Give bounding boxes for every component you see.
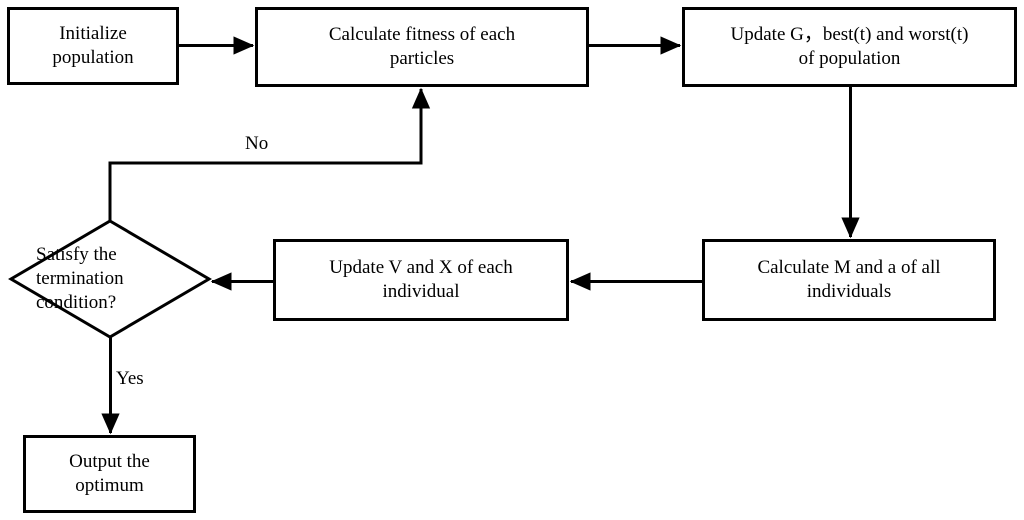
node-calculate-m-and-a-shape — [702, 239, 996, 321]
node-update-g-best-worst[interactable] — [683, 8, 1016, 86]
node-calculate-fitness-shape — [255, 7, 589, 87]
node-update-v-and-x[interactable] — [274, 240, 568, 320]
node-initialize-population[interactable] — [8, 8, 178, 84]
node-output-optimum[interactable] — [24, 436, 195, 512]
edge-termination-no-to-fitness — [108, 87, 431, 221]
node-update-v-and-x-shape — [273, 239, 569, 321]
edge-label-yes: Yes — [116, 368, 144, 389]
node-calculate-m-and-a[interactable] — [703, 240, 995, 320]
node-termination-condition[interactable] — [11, 221, 209, 337]
node-update-g-best-worst-shape — [682, 7, 1017, 87]
node-output-optimum-shape — [23, 435, 196, 513]
node-initialize-population-shape — [7, 7, 179, 85]
edge-label-no: No — [245, 133, 269, 154]
node-calculate-fitness[interactable] — [256, 8, 588, 86]
